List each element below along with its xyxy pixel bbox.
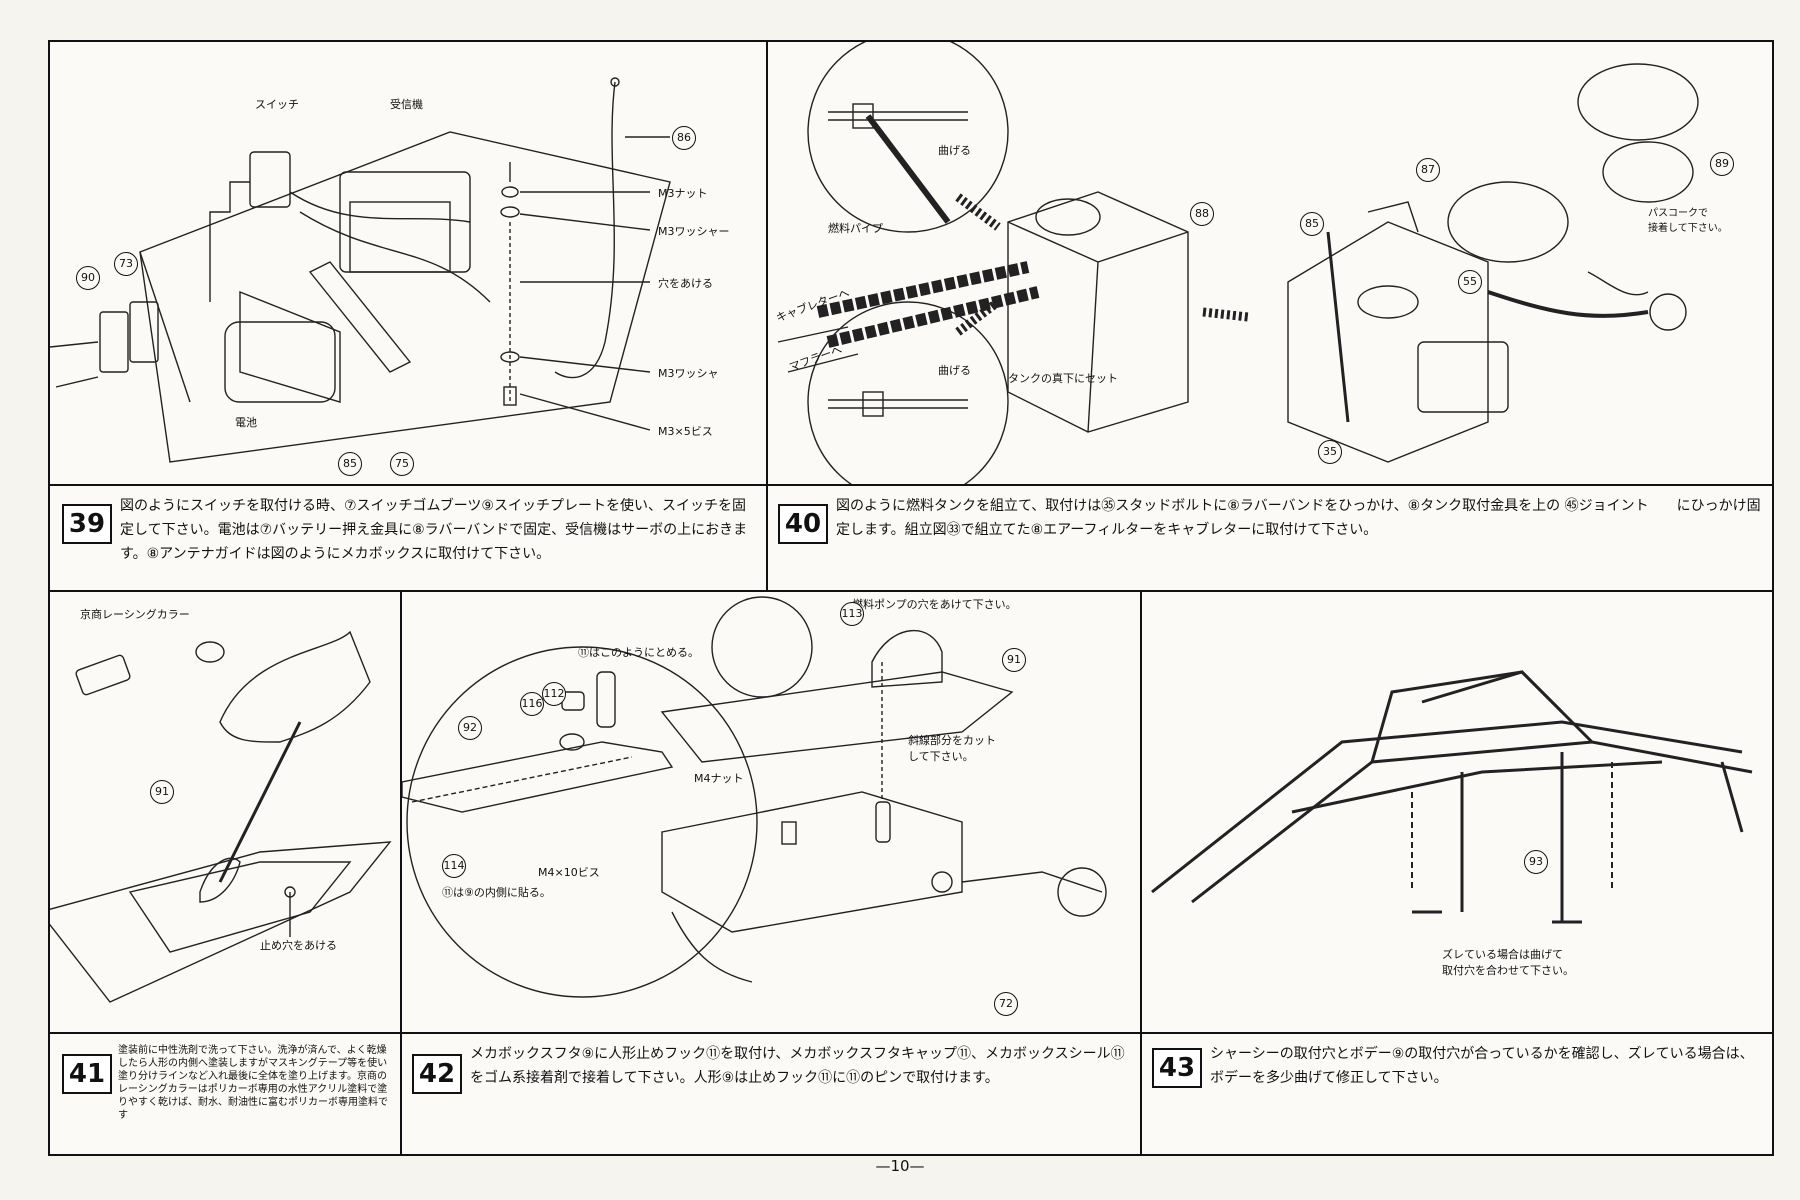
label-fuel-pump-hole: 燃料ポンプの穴をあけて下さい。 <box>852 598 1017 611</box>
label-cut-hatched: 斜線部分をカット して下さい。 <box>908 734 996 763</box>
step40-instructions: 図のように燃料タンクを組立て、取付けは㉟スタッドボルトに⑧ラバーバンドをひっかけ… <box>836 498 1761 538</box>
label-switch: スイッチ <box>255 98 299 111</box>
label-drill-stop-hole: 止め穴をあける <box>260 939 337 952</box>
part-callout-112: 112 <box>542 682 566 706</box>
part-callout-91b: 91 <box>1002 648 1026 672</box>
label-bend-1: 曲げる <box>938 144 971 157</box>
step-number-43: 43 <box>1152 1048 1202 1088</box>
part-callout-113: 113 <box>840 602 864 626</box>
part-callout-92: 92 <box>458 716 482 740</box>
step40-illustration: 曲げる 燃料パイプ キャブレターへ マフラーへ 曲げる タンクの真下にセット パ… <box>768 42 1772 484</box>
step-number-42: 42 <box>412 1054 462 1094</box>
step42-drawing <box>402 596 1107 998</box>
label-battery: 電池 <box>235 416 257 429</box>
label-m3-washer-1: M3ワッシャー <box>658 225 730 238</box>
step-number-41: 41 <box>62 1054 112 1094</box>
step39-instructions: 図のようにスイッチを取付ける時、⑦スイッチゴムブーツ⑨スイッチプレートを使い、ス… <box>120 498 748 562</box>
label-bend-2: 曲げる <box>938 364 971 377</box>
label-stick-inside: ⑪は⑨の内側に貼る。 <box>442 886 551 899</box>
part-callout-90: 90 <box>76 266 100 290</box>
part-callout-116: 116 <box>520 692 544 716</box>
step40-drawing <box>777 42 1699 484</box>
part-callout-35: 35 <box>1318 440 1342 464</box>
label-fasten-like-this: ⑪はこのようにとめる。 <box>578 646 699 659</box>
label-m4-nut: M4ナット <box>694 772 744 785</box>
part-callout-75: 75 <box>390 452 414 476</box>
label-m3x5-screw: M3×5ビス <box>658 425 713 438</box>
part-callout-88: 88 <box>1190 202 1214 226</box>
label-racing-color: 京商レーシングカラー <box>80 608 190 621</box>
divider-top-vertical <box>766 42 768 590</box>
step42-illustration: 燃料ポンプの穴をあけて下さい。 ⑪はこのようにとめる。 斜線部分をカット して下… <box>402 592 1140 1032</box>
label-set-under-tank: タンクの真下にセット <box>1008 372 1118 385</box>
divider-bottom-vertical-1 <box>400 592 402 1154</box>
divider-middle <box>50 590 1772 592</box>
divider-bottom-text <box>50 1032 1772 1034</box>
step41-drawing <box>50 630 392 1003</box>
divider-bottom-vertical-2 <box>1140 592 1142 1154</box>
part-callout-93a: 93 <box>1524 850 1548 874</box>
part-callout-87: 87 <box>1416 158 1440 182</box>
page-number: —10— <box>875 1157 925 1175</box>
label-receiver: 受信機 <box>390 98 423 111</box>
part-callout-85b: 85 <box>1300 212 1324 236</box>
part-callout-114: 114 <box>442 854 466 878</box>
divider-top-text <box>50 484 1772 486</box>
step43-drawing <box>1151 670 1753 924</box>
part-callout-55: 55 <box>1458 270 1482 294</box>
part-callout-73: 73 <box>114 252 138 276</box>
step43-instructions: シャーシーの取付穴とボデー⑨の取付穴が合っているかを確認し、ズレている場合は、ボ… <box>1210 1046 1754 1086</box>
step39-illustration: スイッチ 受信機 M3ナット M3ワッシャー 穴をあける M3ワッシャ M3×5… <box>50 42 766 484</box>
step43-illustration: ズレている場合は曲げて 取付穴を合わせて下さい。 93 <box>1142 592 1772 1032</box>
step41-instructions: 塗装前に中性洗剤で洗って下さい。洗浄が済んで、よく乾燥したら人形の内側へ塗装しま… <box>118 1045 388 1121</box>
label-m3-nut: M3ナット <box>658 187 708 200</box>
label-m4x10-screw: M4×10ビス <box>538 866 600 879</box>
step39-drawing <box>50 77 671 463</box>
label-drill-hole: 穴をあける <box>658 277 713 290</box>
part-callout-91a: 91 <box>150 780 174 804</box>
part-callout-72: 72 <box>994 992 1018 1016</box>
step-number-39: 39 <box>62 504 112 544</box>
part-callout-89: 89 <box>1710 152 1734 176</box>
part-callout-86: 86 <box>672 126 696 150</box>
step-number-40: 40 <box>778 504 828 544</box>
label-misaligned-note: ズレている場合は曲げて 取付穴を合わせて下さい。 <box>1442 948 1574 977</box>
part-callout-85: 85 <box>338 452 362 476</box>
step41-illustration: 京商レーシングカラー 止め穴をあける 91 <box>50 592 400 1032</box>
page-frame: スイッチ 受信機 M3ナット M3ワッシャー 穴をあける M3ワッシャ M3×5… <box>48 40 1774 1156</box>
label-pass-cock: パスコークで 接着して下さい。 <box>1648 208 1728 234</box>
step42-instructions: メカボックスフタ⑨に人形止めフック⑪を取付け、メカボックスフタキャップ⑪、メカボ… <box>470 1046 1125 1086</box>
label-m3-washer-2: M3ワッシャ <box>658 367 719 380</box>
label-fuel-pipe: 燃料パイプ <box>828 222 883 235</box>
